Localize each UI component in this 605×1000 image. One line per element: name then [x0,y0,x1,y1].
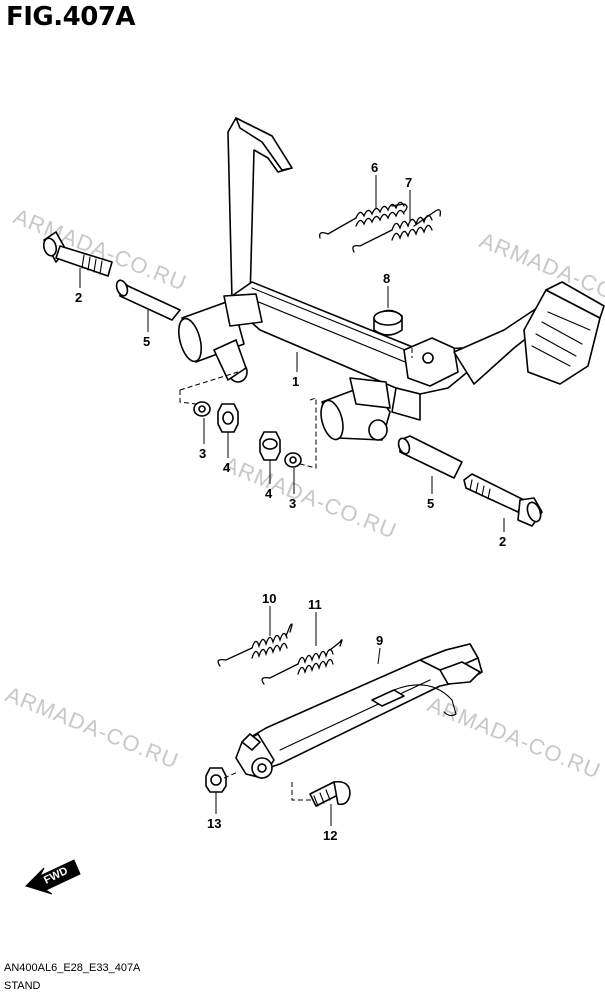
side-stand-9 [235,643,483,779]
dashed-guides [179,348,413,801]
watermark: ARMADA-CO.RU [424,691,604,783]
spring-11 [261,639,343,685]
callout-4: 4 [265,486,273,501]
callout-7: 7 [405,175,412,190]
figure-title: FIG.407A [6,2,136,32]
callout-8: 8 [383,271,390,286]
callout-2: 2 [499,534,506,549]
collar-5-lower [397,435,463,479]
callout-9: 9 [376,633,383,648]
figure-code: AN400AL6_E28_E33_407A [4,962,141,974]
watermark-layer: ARMADA-CO.RU ARMADA-CO.RU ARMADA-CO.RU A… [2,203,605,783]
callouts: 1 2 2 3 3 4 4 5 5 6 7 8 9 10 11 12 13 [75,160,506,843]
callout-13: 13 [207,816,221,831]
nut-4-right [259,431,281,461]
bolt-2-lower [463,473,543,527]
leader-lines [79,175,505,826]
spring-6 [319,201,408,239]
callout-3: 3 [199,446,206,461]
washer-3-right [284,452,302,468]
washer-3-left [193,401,211,417]
center-stand [177,117,605,441]
bolt-2-upper [42,231,113,277]
callout-11: 11 [308,597,322,612]
spring-7 [352,209,442,253]
bolt-12 [309,780,351,807]
callout-5: 5 [143,334,150,349]
callout-10: 10 [262,591,276,606]
callout-2: 2 [75,290,82,305]
callout-12: 12 [323,828,337,843]
watermark: ARMADA-CO.RU [10,203,190,295]
callout-4: 4 [223,460,231,475]
collar-5-upper [115,279,181,321]
figure-name: STAND [4,980,41,992]
watermark: ARMADA-CO.RU [220,451,400,543]
fwd-arrow-icon: FWD [25,859,81,895]
stopper-8 [373,309,403,336]
callout-1: 1 [292,374,299,389]
callout-5: 5 [427,496,434,511]
nut-13 [205,767,227,793]
callout-6: 6 [371,160,378,175]
spring-10 [217,623,293,667]
watermark: ARMADA-CO.RU [2,681,182,773]
nut-4-left [217,403,239,433]
callout-3: 3 [289,496,296,511]
